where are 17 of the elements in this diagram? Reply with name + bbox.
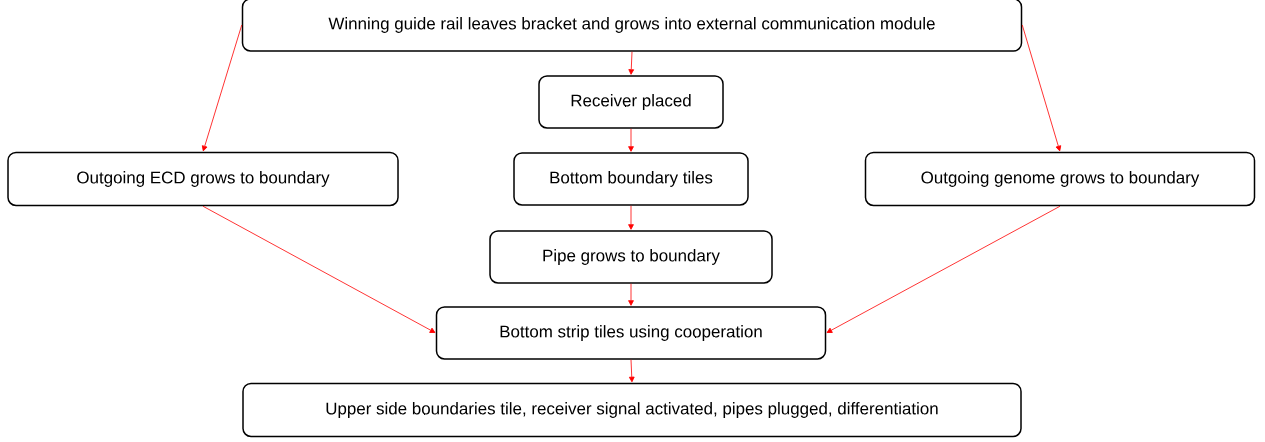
arrow bbox=[628, 128, 634, 152]
process-box: Outgoing genome grows to boundary bbox=[864, 151, 1256, 207]
arrow bbox=[826, 205, 1061, 333]
arrow bbox=[201, 24, 243, 152]
process-box: Bottom boundary tiles bbox=[513, 152, 749, 206]
arrow bbox=[202, 205, 436, 333]
arrow bbox=[628, 283, 634, 306]
arrow bbox=[628, 205, 634, 230]
process-box: Upper side boundaries tile, receiver signal activated, pipes plugged, differentiation bbox=[242, 382, 1022, 438]
process-box: Pipe grows to boundary bbox=[489, 230, 773, 284]
arrow bbox=[1021, 24, 1062, 152]
process-box: Outgoing ECD grows to boundary bbox=[7, 151, 399, 207]
process-box: Receiver placed bbox=[538, 75, 724, 129]
arrow bbox=[628, 51, 635, 75]
arrow bbox=[628, 359, 635, 383]
process-box: Winning guide rail leaves bracket and grows into external communication module bbox=[241, 0, 1023, 52]
process-box: Bottom strip tiles using cooperation bbox=[435, 306, 827, 360]
